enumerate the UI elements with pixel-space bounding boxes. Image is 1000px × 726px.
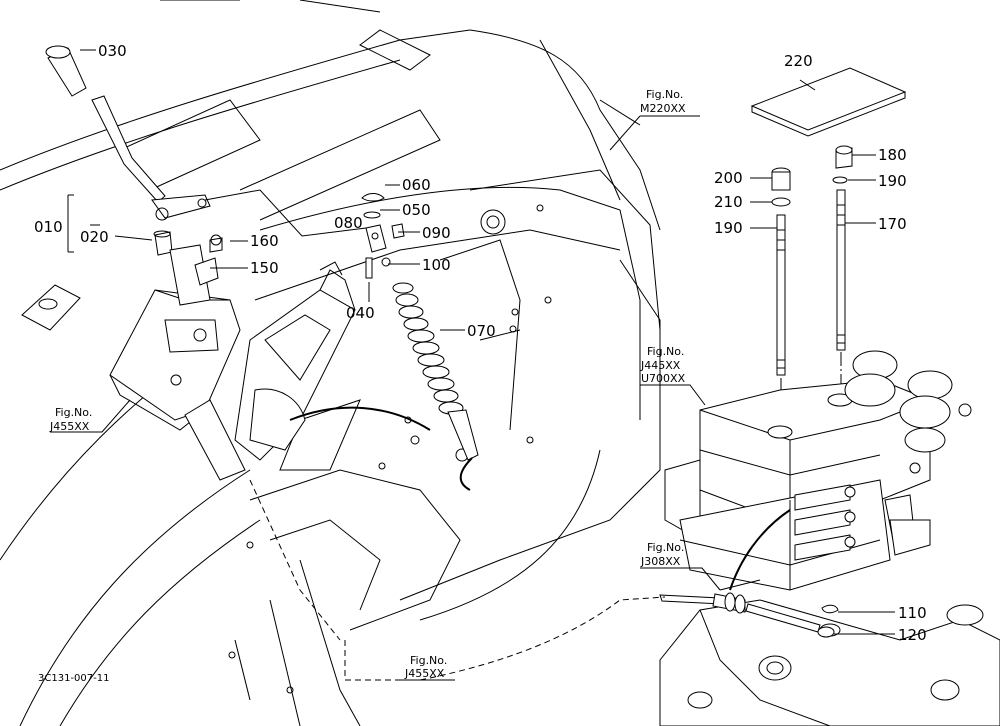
leader-lines	[50, 49, 895, 681]
label-140: 150	[250, 259, 279, 277]
stud-hardware	[771, 145, 853, 420]
label-180: 190	[878, 172, 907, 190]
routing-lines	[249, 479, 666, 681]
label-040: 040	[346, 304, 375, 322]
pad-part	[21, 284, 81, 331]
plate-220	[750, 67, 907, 137]
label-060: 060	[402, 176, 431, 194]
label-150: 160	[250, 232, 279, 250]
label-070: 070	[467, 322, 496, 340]
fig-ref-j455xx-bottom: Fig.No. J455XX	[404, 654, 447, 680]
fig-label: Fig.No.	[647, 345, 684, 358]
label-090: 090	[422, 224, 451, 242]
housing	[659, 579, 1000, 726]
label-010: 010	[34, 218, 63, 236]
lever-assembly	[45, 45, 211, 256]
fig-code: J455XX	[404, 667, 445, 680]
label-050: 050	[402, 201, 431, 219]
part-labels: 030 010 020 160 150 060 050 080 090 100 …	[34, 42, 927, 644]
label-190: 190	[714, 219, 743, 237]
link-box	[234, 261, 361, 471]
label-110: 110	[898, 604, 927, 622]
label-160: 170	[878, 215, 907, 233]
fig-code: J455XX	[49, 420, 90, 433]
label-170: 180	[878, 146, 907, 164]
cable-070	[289, 282, 479, 491]
label-200: 200	[714, 169, 743, 187]
frame-outline	[0, 0, 661, 726]
fig-ref-j455xx-left: Fig.No. J455XX	[49, 406, 92, 433]
fig-label: Fig.No.	[646, 88, 683, 101]
fig-code: M220XX	[640, 102, 686, 115]
lever-bracket	[109, 234, 246, 481]
label-120: 120	[898, 626, 927, 644]
control-valve	[664, 350, 972, 591]
label-030: 030	[98, 42, 127, 60]
label-020: 020	[80, 228, 109, 246]
fig-label: Fig.No.	[55, 406, 92, 419]
label-210: 210	[714, 193, 743, 211]
clevis-parts	[361, 193, 405, 279]
fig-code: J445XX	[640, 359, 681, 372]
fig-ref-j308xx: Fig.No. J308XX	[640, 541, 684, 568]
label-220: 220	[784, 52, 813, 70]
valve-cable	[659, 509, 839, 638]
fig-references: Fig.No. M220XX Fig.No. J445XX U700XX Fig…	[49, 88, 686, 680]
fig-code: J308XX	[640, 555, 681, 568]
label-100: 100	[422, 256, 451, 274]
fig-label: Fig.No.	[647, 541, 684, 554]
bellows	[392, 282, 464, 415]
fig-code: U700XX	[641, 372, 686, 385]
label-080: 080	[334, 214, 363, 232]
fig-ref-j445xx: Fig.No. J445XX U700XX	[640, 345, 686, 385]
fig-ref-m220xx: Fig.No. M220XX	[640, 88, 686, 115]
fig-label: Fig.No.	[410, 654, 447, 667]
drawing-code: 3C131-007-11	[38, 673, 109, 684]
